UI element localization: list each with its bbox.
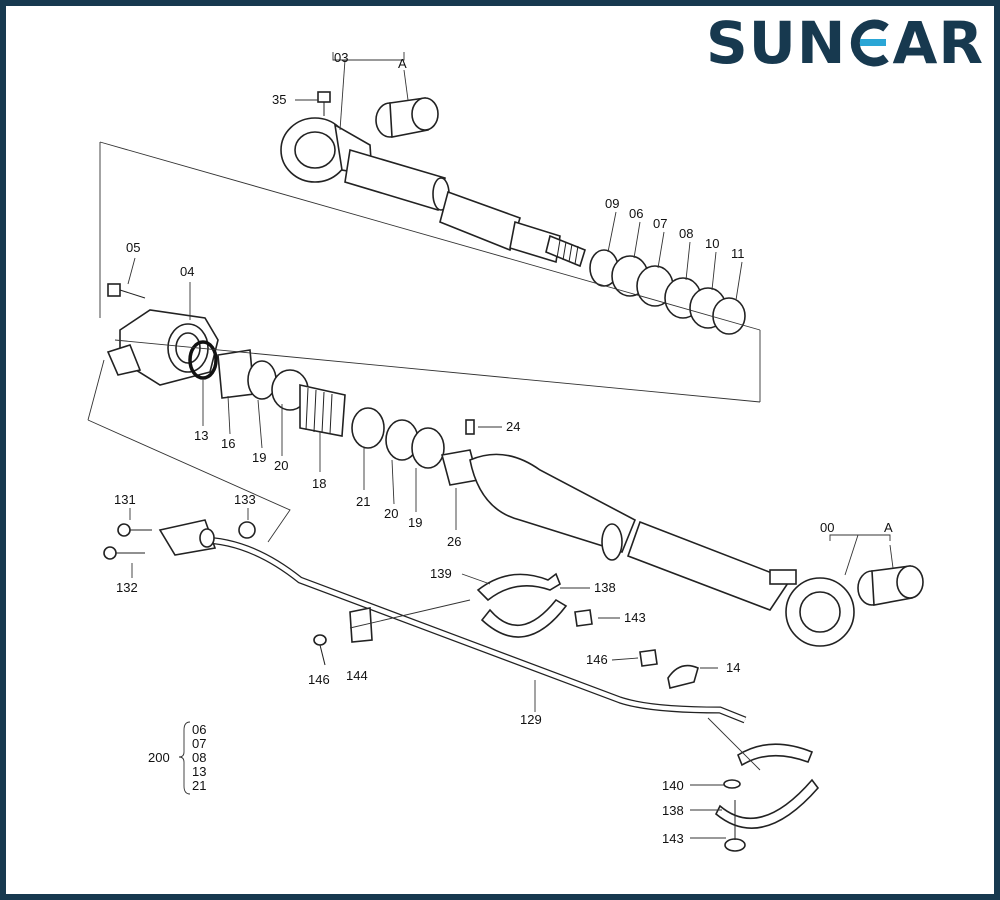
logo-text-left: SUN xyxy=(706,9,847,77)
callout-05: 05 xyxy=(126,240,140,255)
bushing-a-bottom xyxy=(857,565,924,606)
kit-item-4: 13 xyxy=(192,764,206,779)
piston-seal-rings xyxy=(589,249,746,335)
grease-fitting-35 xyxy=(317,91,331,116)
callout-138a: 138 xyxy=(594,580,616,595)
pipe-flange-block xyxy=(158,519,217,556)
callout-138b: 138 xyxy=(662,803,684,818)
callout-06: 06 xyxy=(629,206,643,221)
callout-04: 04 xyxy=(180,264,194,279)
callout-146a: 146 xyxy=(586,652,608,667)
callout-35: 35 xyxy=(272,92,286,107)
logo-text-right: AR xyxy=(892,9,984,77)
callout-21: 21 xyxy=(356,494,370,509)
callout-16: 16 xyxy=(221,436,235,451)
bolt-131 xyxy=(117,523,152,537)
callout-03: 03 xyxy=(334,50,348,65)
clamp-139-138 xyxy=(476,572,568,638)
callout-labels: 03 A 35 09 06 07 08 10 11 05 04 13 16 19… xyxy=(114,50,893,846)
callout-133: 133 xyxy=(234,492,256,507)
callout-10: 10 xyxy=(705,236,719,251)
callout-143a: 143 xyxy=(624,610,646,625)
callout-09: 09 xyxy=(605,196,619,211)
kit-item-5: 21 xyxy=(192,778,206,793)
kit-item-3: 08 xyxy=(192,750,206,765)
bolt-143-lower xyxy=(724,800,746,852)
callout-08: 08 xyxy=(679,226,693,241)
kit-item-2: 07 xyxy=(192,736,206,751)
callout-a-top: A xyxy=(398,56,407,71)
suncar-logo: SUN AR xyxy=(706,14,984,72)
callout-139: 139 xyxy=(430,566,452,581)
set-screw-24 xyxy=(465,419,475,435)
callout-07: 07 xyxy=(653,216,667,231)
callout-00: 00 xyxy=(820,520,834,535)
hydraulic-pipe-129 xyxy=(199,536,747,724)
callout-14: 14 xyxy=(726,660,740,675)
callout-146b: 146 xyxy=(308,672,330,687)
bushing-a-top xyxy=(375,97,439,138)
clip-14 xyxy=(667,664,699,689)
callout-143b: 143 xyxy=(662,831,684,846)
clamp-bottom-138 xyxy=(714,743,820,829)
callout-140: 140 xyxy=(662,778,684,793)
callout-131: 131 xyxy=(114,492,136,507)
seals-20-21-19 xyxy=(351,407,445,469)
assembly-lines xyxy=(87,52,894,839)
o-ring-133 xyxy=(238,521,256,539)
dust-wiper-18 xyxy=(299,384,346,437)
callout-132: 132 xyxy=(116,580,138,595)
cylinder-tube-00 xyxy=(469,453,855,647)
head-seals xyxy=(188,340,309,411)
kit-number: 200 xyxy=(148,750,170,765)
callout-20b: 20 xyxy=(384,506,398,521)
logo-c-icon xyxy=(846,14,892,72)
callout-19a: 19 xyxy=(252,450,266,465)
callout-20a: 20 xyxy=(274,458,288,473)
washer-140 xyxy=(723,779,741,789)
callout-13: 13 xyxy=(194,428,208,443)
bolt-146-right xyxy=(639,649,658,667)
callout-11: 11 xyxy=(731,246,745,261)
bolt-146-left xyxy=(313,634,327,666)
seal-kit-200: 200 06 07 08 13 21 xyxy=(148,721,206,795)
callout-26: 26 xyxy=(447,534,461,549)
callout-18: 18 xyxy=(312,476,326,491)
callout-129: 129 xyxy=(520,712,542,727)
callout-a-bottom: A xyxy=(884,520,893,535)
bolt-143-upper xyxy=(574,609,593,627)
callout-144: 144 xyxy=(346,668,368,683)
bolt-05 xyxy=(107,283,146,299)
kit-item-1: 06 xyxy=(192,722,206,737)
bolt-132 xyxy=(103,546,145,560)
cylinder-head-04 xyxy=(106,309,219,386)
callout-24: 24 xyxy=(506,419,520,434)
piston-rod-03 xyxy=(280,117,586,268)
callout-19b: 19 xyxy=(408,515,422,530)
